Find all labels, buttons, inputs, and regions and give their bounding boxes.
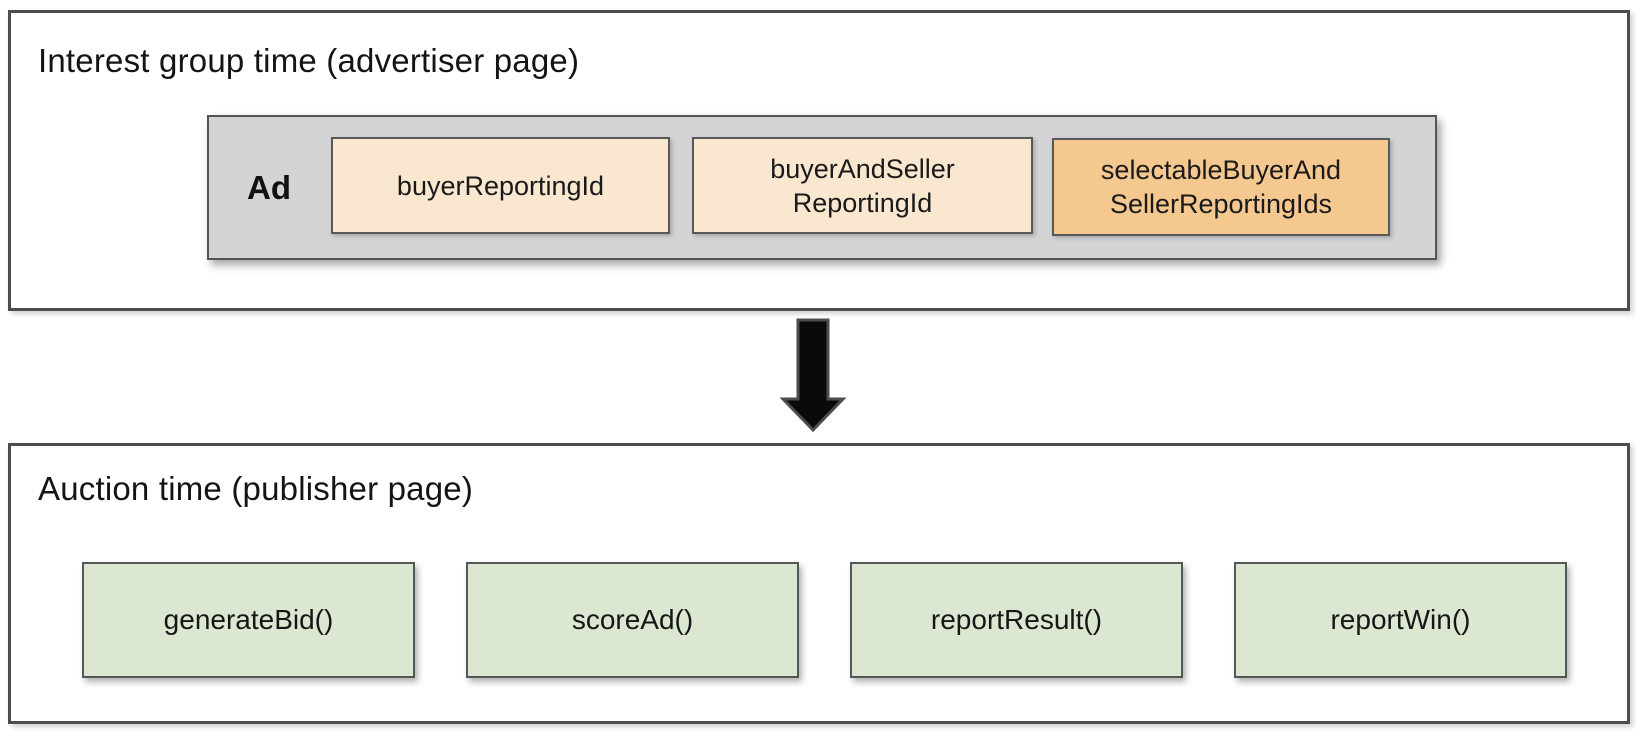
generate-bid-box: generateBid()	[82, 562, 415, 678]
selectable-buyer-and-seller-reporting-ids-line2: SellerReportingIds	[1109, 189, 1333, 219]
score-ad-box: scoreAd()	[466, 562, 799, 678]
score-ad-text: scoreAd()	[571, 604, 694, 635]
buyer-and-seller-reporting-id-line2: ReportingId	[792, 187, 933, 218]
selectable-buyer-and-seller-reporting-ids-box: selectableBuyerAnd SellerReportingIds	[1052, 138, 1390, 236]
selectable-buyer-and-seller-reporting-ids-line1: selectableBuyerAnd	[1100, 155, 1342, 185]
down-arrow-icon	[779, 318, 847, 433]
interest-group-title: Interest group time (advertiser page)	[38, 42, 580, 79]
generate-bid-text: generateBid()	[163, 604, 334, 635]
auction-title: Auction time (publisher page)	[38, 470, 474, 507]
buyer-reporting-id-box: buyerReportingId	[331, 137, 670, 234]
report-result-text: reportResult()	[930, 604, 1103, 635]
ad-label: Ad	[247, 168, 291, 206]
report-win-box: reportWin()	[1234, 562, 1567, 678]
report-win-text: reportWin()	[1330, 604, 1471, 635]
buyer-and-seller-reporting-id-box: buyerAndSeller ReportingId	[692, 137, 1033, 234]
buyer-reporting-id-text: buyerReportingId	[396, 170, 605, 201]
buyer-and-seller-reporting-id-line1: buyerAndSeller	[770, 153, 955, 184]
report-result-box: reportResult()	[850, 562, 1183, 678]
